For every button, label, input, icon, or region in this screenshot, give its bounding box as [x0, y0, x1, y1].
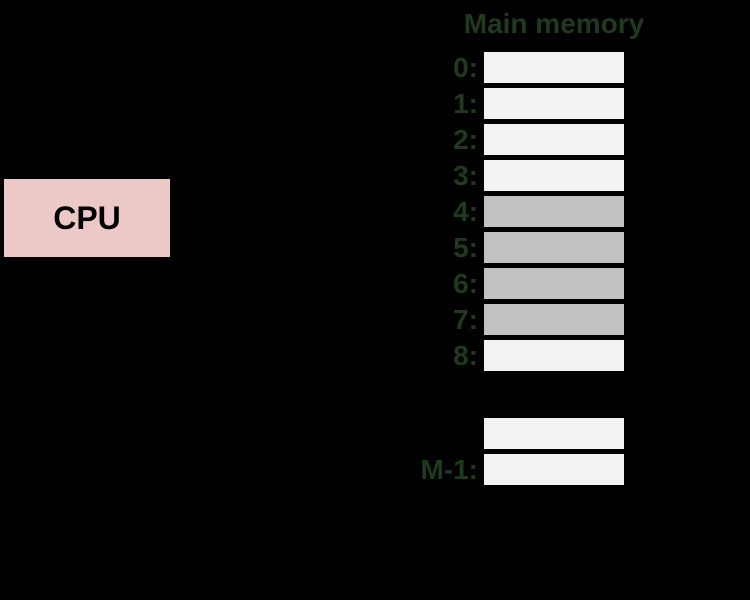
memory-tail-rows: M-1: [400, 418, 624, 490]
memory-row: M-1: [400, 454, 624, 485]
memory-row: 8: [400, 340, 624, 371]
memory-rows: 0: 1: 2: 3: 4: 5: 6: 7: 8: [400, 52, 624, 376]
memory-address-label: 2: [453, 124, 478, 155]
memory-cell [484, 268, 624, 299]
memory-address-label: 1: [453, 88, 478, 119]
memory-row: 4: [400, 196, 624, 227]
memory-row: 5: [400, 232, 624, 263]
memory-cell [484, 304, 624, 335]
memory-row: 3: [400, 160, 624, 191]
cpu-box: CPU [3, 178, 171, 258]
memory-cell [484, 160, 624, 191]
memory-address-label: 5: [453, 232, 478, 263]
memory-row: 7: [400, 304, 624, 335]
memory-address-label: 6: [453, 268, 478, 299]
memory-cell [484, 454, 624, 485]
memory-cell [484, 418, 624, 449]
main-memory-title: Main memory [463, 8, 645, 39]
memory-address-label: 7: [453, 304, 478, 335]
memory-address-label: 3: [453, 160, 478, 191]
memory-address-label: 8: [453, 340, 478, 371]
memory-cell [484, 52, 624, 83]
memory-row: 2: [400, 124, 624, 155]
memory-address-label: M-1: [420, 454, 478, 485]
memory-row: 6: [400, 268, 624, 299]
cpu-label: CPU [53, 199, 121, 236]
memory-cell [484, 88, 624, 119]
memory-cell [484, 232, 624, 263]
memory-row: 1: [400, 88, 624, 119]
memory-cell [484, 196, 624, 227]
memory-cell [484, 124, 624, 155]
memory-row [400, 418, 624, 449]
memory-address-label: 0: [453, 52, 478, 83]
memory-row: 0: [400, 52, 624, 83]
memory-cell [484, 340, 624, 371]
memory-address-label: 4: [453, 196, 478, 227]
